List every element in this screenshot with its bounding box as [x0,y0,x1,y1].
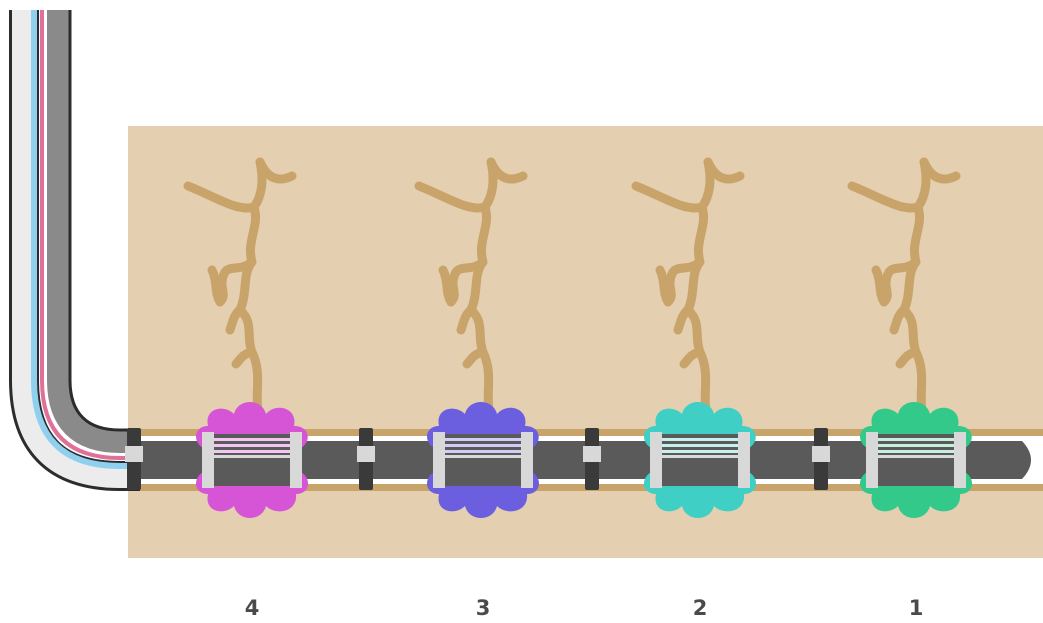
stage-label: 4 [244,596,260,620]
packer [357,428,375,490]
packers [125,428,830,490]
packer [125,428,143,490]
stage-label: 3 [475,596,491,620]
packer [583,428,601,490]
stage-label: 1 [908,596,924,620]
stage-label: 2 [692,596,708,620]
packer [812,428,830,490]
frac-sleeve [650,432,750,488]
pipe-toe [1000,441,1031,479]
frac-sleeve [866,432,966,488]
frac-sleeve [202,432,302,488]
frac-sleeves [202,432,966,488]
frac-sleeve [433,432,533,488]
vertical-well-casing [9,10,140,491]
